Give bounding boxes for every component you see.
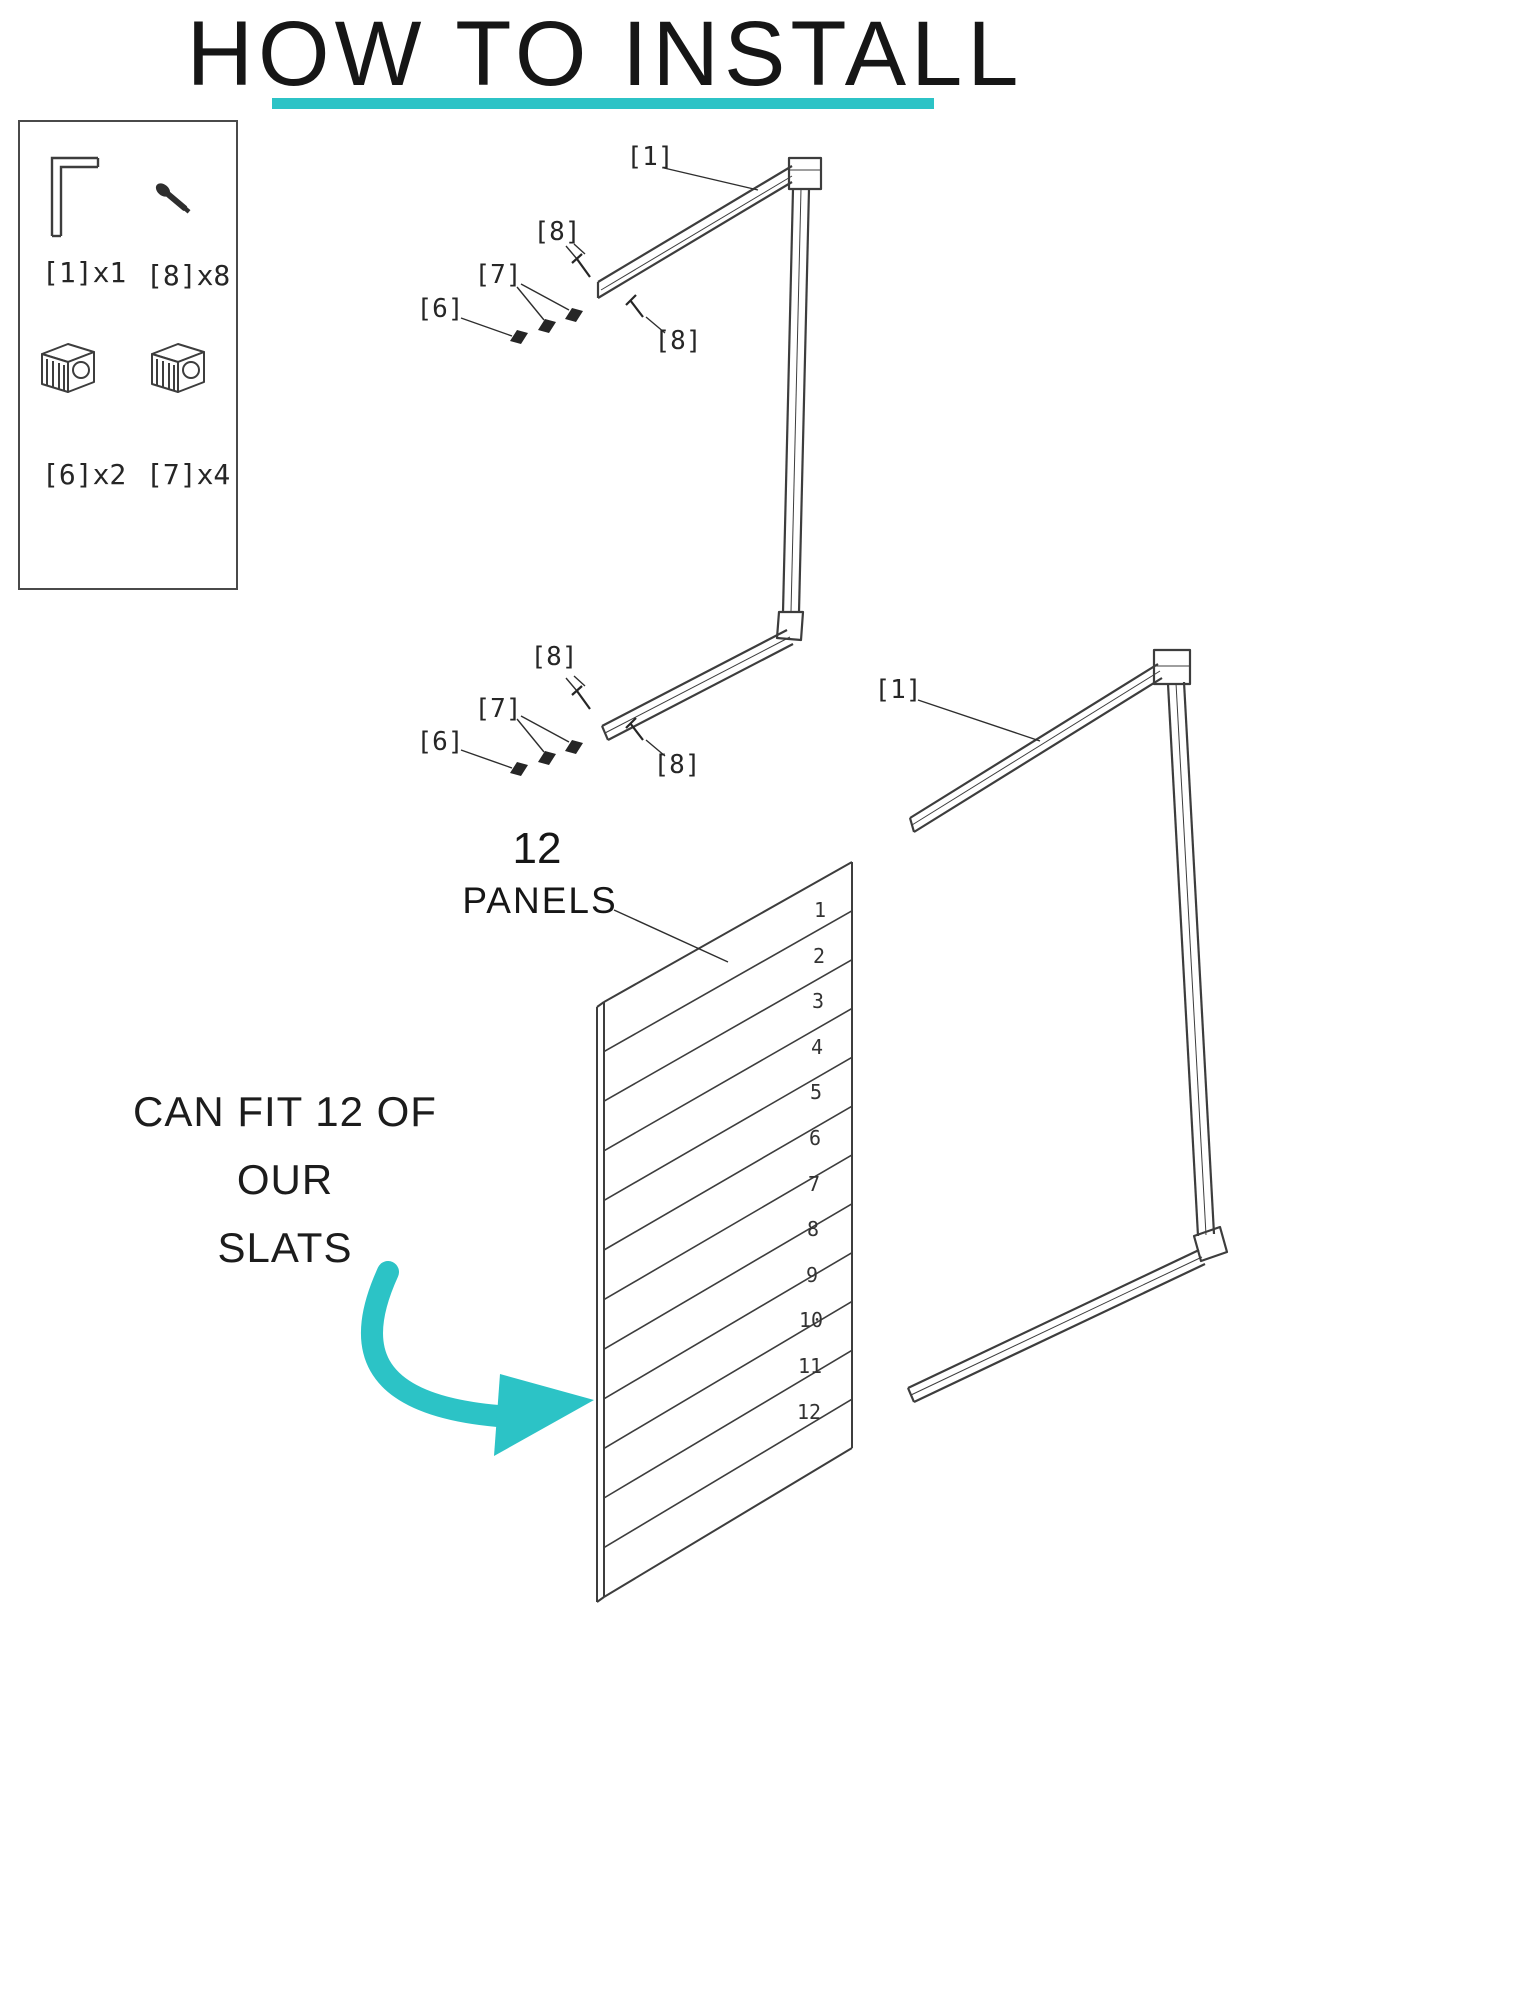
slat-number: 11 [797, 1354, 823, 1378]
slat-number: 3 [811, 989, 825, 1014]
callout-top-connectors: [7] [474, 260, 522, 290]
slats-caption: CAN FIT 12 OF OUR SLATS [118, 1078, 452, 1282]
callout-bottom-connector-end: [6] [416, 727, 464, 757]
caption-line-2: OUR [236, 1156, 334, 1203]
caption-line-3: SLATS [217, 1224, 353, 1271]
slat-number: 7 [807, 1171, 821, 1196]
slat-number: 12 [796, 1399, 822, 1424]
slat-number: 4 [810, 1034, 824, 1059]
callout-bottom-connectors: [7] [474, 694, 522, 724]
slat-number: 8 [806, 1217, 820, 1242]
legend-label-screw: [8]x8 [146, 259, 231, 292]
panel-count-label: PANELS [462, 880, 618, 921]
slat-number: 9 [805, 1262, 819, 1287]
slat-number: 6 [808, 1126, 822, 1150]
slat-number: 1 [813, 898, 827, 922]
legend-label-frame: [1]x1 [42, 256, 127, 289]
slat-number: 5 [809, 1080, 823, 1105]
callout-top-connector-end: [6] [416, 294, 464, 324]
page-title: HOW TO INSTALL [186, 3, 1024, 105]
caption-line-1: CAN FIT 12 OF [133, 1088, 437, 1135]
title-underline [272, 98, 934, 109]
callout-bottom-screw-a: [8] [530, 642, 578, 672]
panel-count: 12 [512, 824, 562, 873]
slat-number: 10 [798, 1308, 824, 1333]
slat-number: 2 [812, 943, 826, 968]
callout-top-screw-a: [8] [533, 217, 581, 247]
legend-label-connector-6: [6]x2 [42, 458, 127, 491]
legend-label-connector-7: [7]x4 [146, 458, 231, 491]
